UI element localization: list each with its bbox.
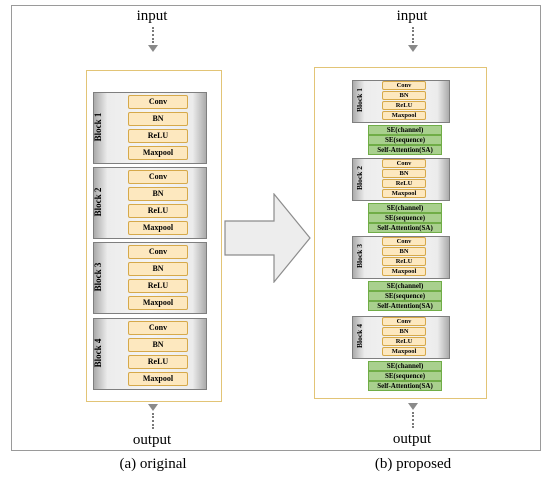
layer-relu: ReLU [128,279,188,293]
layer-conv: Conv [128,170,188,184]
layer-bn: BN [382,91,426,100]
layer-bn: BN [382,169,426,178]
input-arrowhead-proposed [408,45,418,52]
se-layer-se-channel: SE(channel) [368,281,442,291]
layer-maxpool: Maxpool [128,221,188,235]
layer-relu: ReLU [382,179,426,188]
block-label: Block 3 [93,262,103,292]
se-layer-se-channel: SE(channel) [368,203,442,213]
layer-conv: Conv [382,81,426,90]
output-arrowhead-original [148,404,158,411]
layer-maxpool: Maxpool [128,146,188,160]
layer-conv: Conv [382,237,426,246]
layer-bn: BN [128,112,188,126]
figure-frame [11,5,541,451]
layer-maxpool: Maxpool [128,372,188,386]
se-layer-se-channel: SE(channel) [368,125,442,135]
block-label: Block 1 [355,88,364,112]
se-layer-se-sequence: SE(sequence) [368,135,442,145]
layer-maxpool: Maxpool [128,296,188,310]
input-label-proposed: input [396,8,428,24]
layer-relu: ReLU [382,101,426,110]
input-connector-proposed [412,27,414,43]
se-layer-se-sequence: SE(sequence) [368,213,442,223]
layer-conv: Conv [128,245,188,259]
block-label: Block 3 [355,244,364,268]
se-layer-self-attention-sa: Self-Attention(SA) [368,301,442,311]
output-arrowhead-proposed [408,403,418,410]
layer-maxpool: Maxpool [382,189,426,198]
output-label-original: output [132,432,172,448]
output-connector-original [152,413,154,429]
se-layer-self-attention-sa: Self-Attention(SA) [368,223,442,233]
layer-bn: BN [382,247,426,256]
se-layer-se-sequence: SE(sequence) [368,371,442,381]
caption-proposed: (b) proposed [374,456,452,472]
input-label-original: input [136,8,168,24]
block-label: Block 2 [93,187,103,217]
layer-bn: BN [128,262,188,276]
layer-bn: BN [382,327,426,336]
block-label: Block 1 [93,112,103,142]
layer-maxpool: Maxpool [382,111,426,120]
block-label: Block 4 [355,324,364,348]
transition-arrow-icon [224,193,311,283]
layer-relu: ReLU [382,337,426,346]
layer-relu: ReLU [382,257,426,266]
block-label: Block 2 [355,166,364,190]
se-layer-self-attention-sa: Self-Attention(SA) [368,381,442,391]
layer-relu: ReLU [128,204,188,218]
layer-maxpool: Maxpool [382,267,426,276]
layer-conv: Conv [128,321,188,335]
layer-conv: Conv [128,95,188,109]
se-layer-se-sequence: SE(sequence) [368,291,442,301]
input-connector-original [152,27,154,43]
layer-bn: BN [128,187,188,201]
caption-original: (a) original [119,456,187,472]
layer-relu: ReLU [128,129,188,143]
layer-conv: Conv [382,317,426,326]
se-layer-self-attention-sa: Self-Attention(SA) [368,145,442,155]
output-connector-proposed [412,412,414,428]
input-arrowhead-original [148,45,158,52]
output-label-proposed: output [392,431,432,447]
layer-bn: BN [128,338,188,352]
se-layer-se-channel: SE(channel) [368,361,442,371]
layer-conv: Conv [382,159,426,168]
layer-relu: ReLU [128,355,188,369]
block-label: Block 4 [93,338,103,368]
layer-maxpool: Maxpool [382,347,426,356]
